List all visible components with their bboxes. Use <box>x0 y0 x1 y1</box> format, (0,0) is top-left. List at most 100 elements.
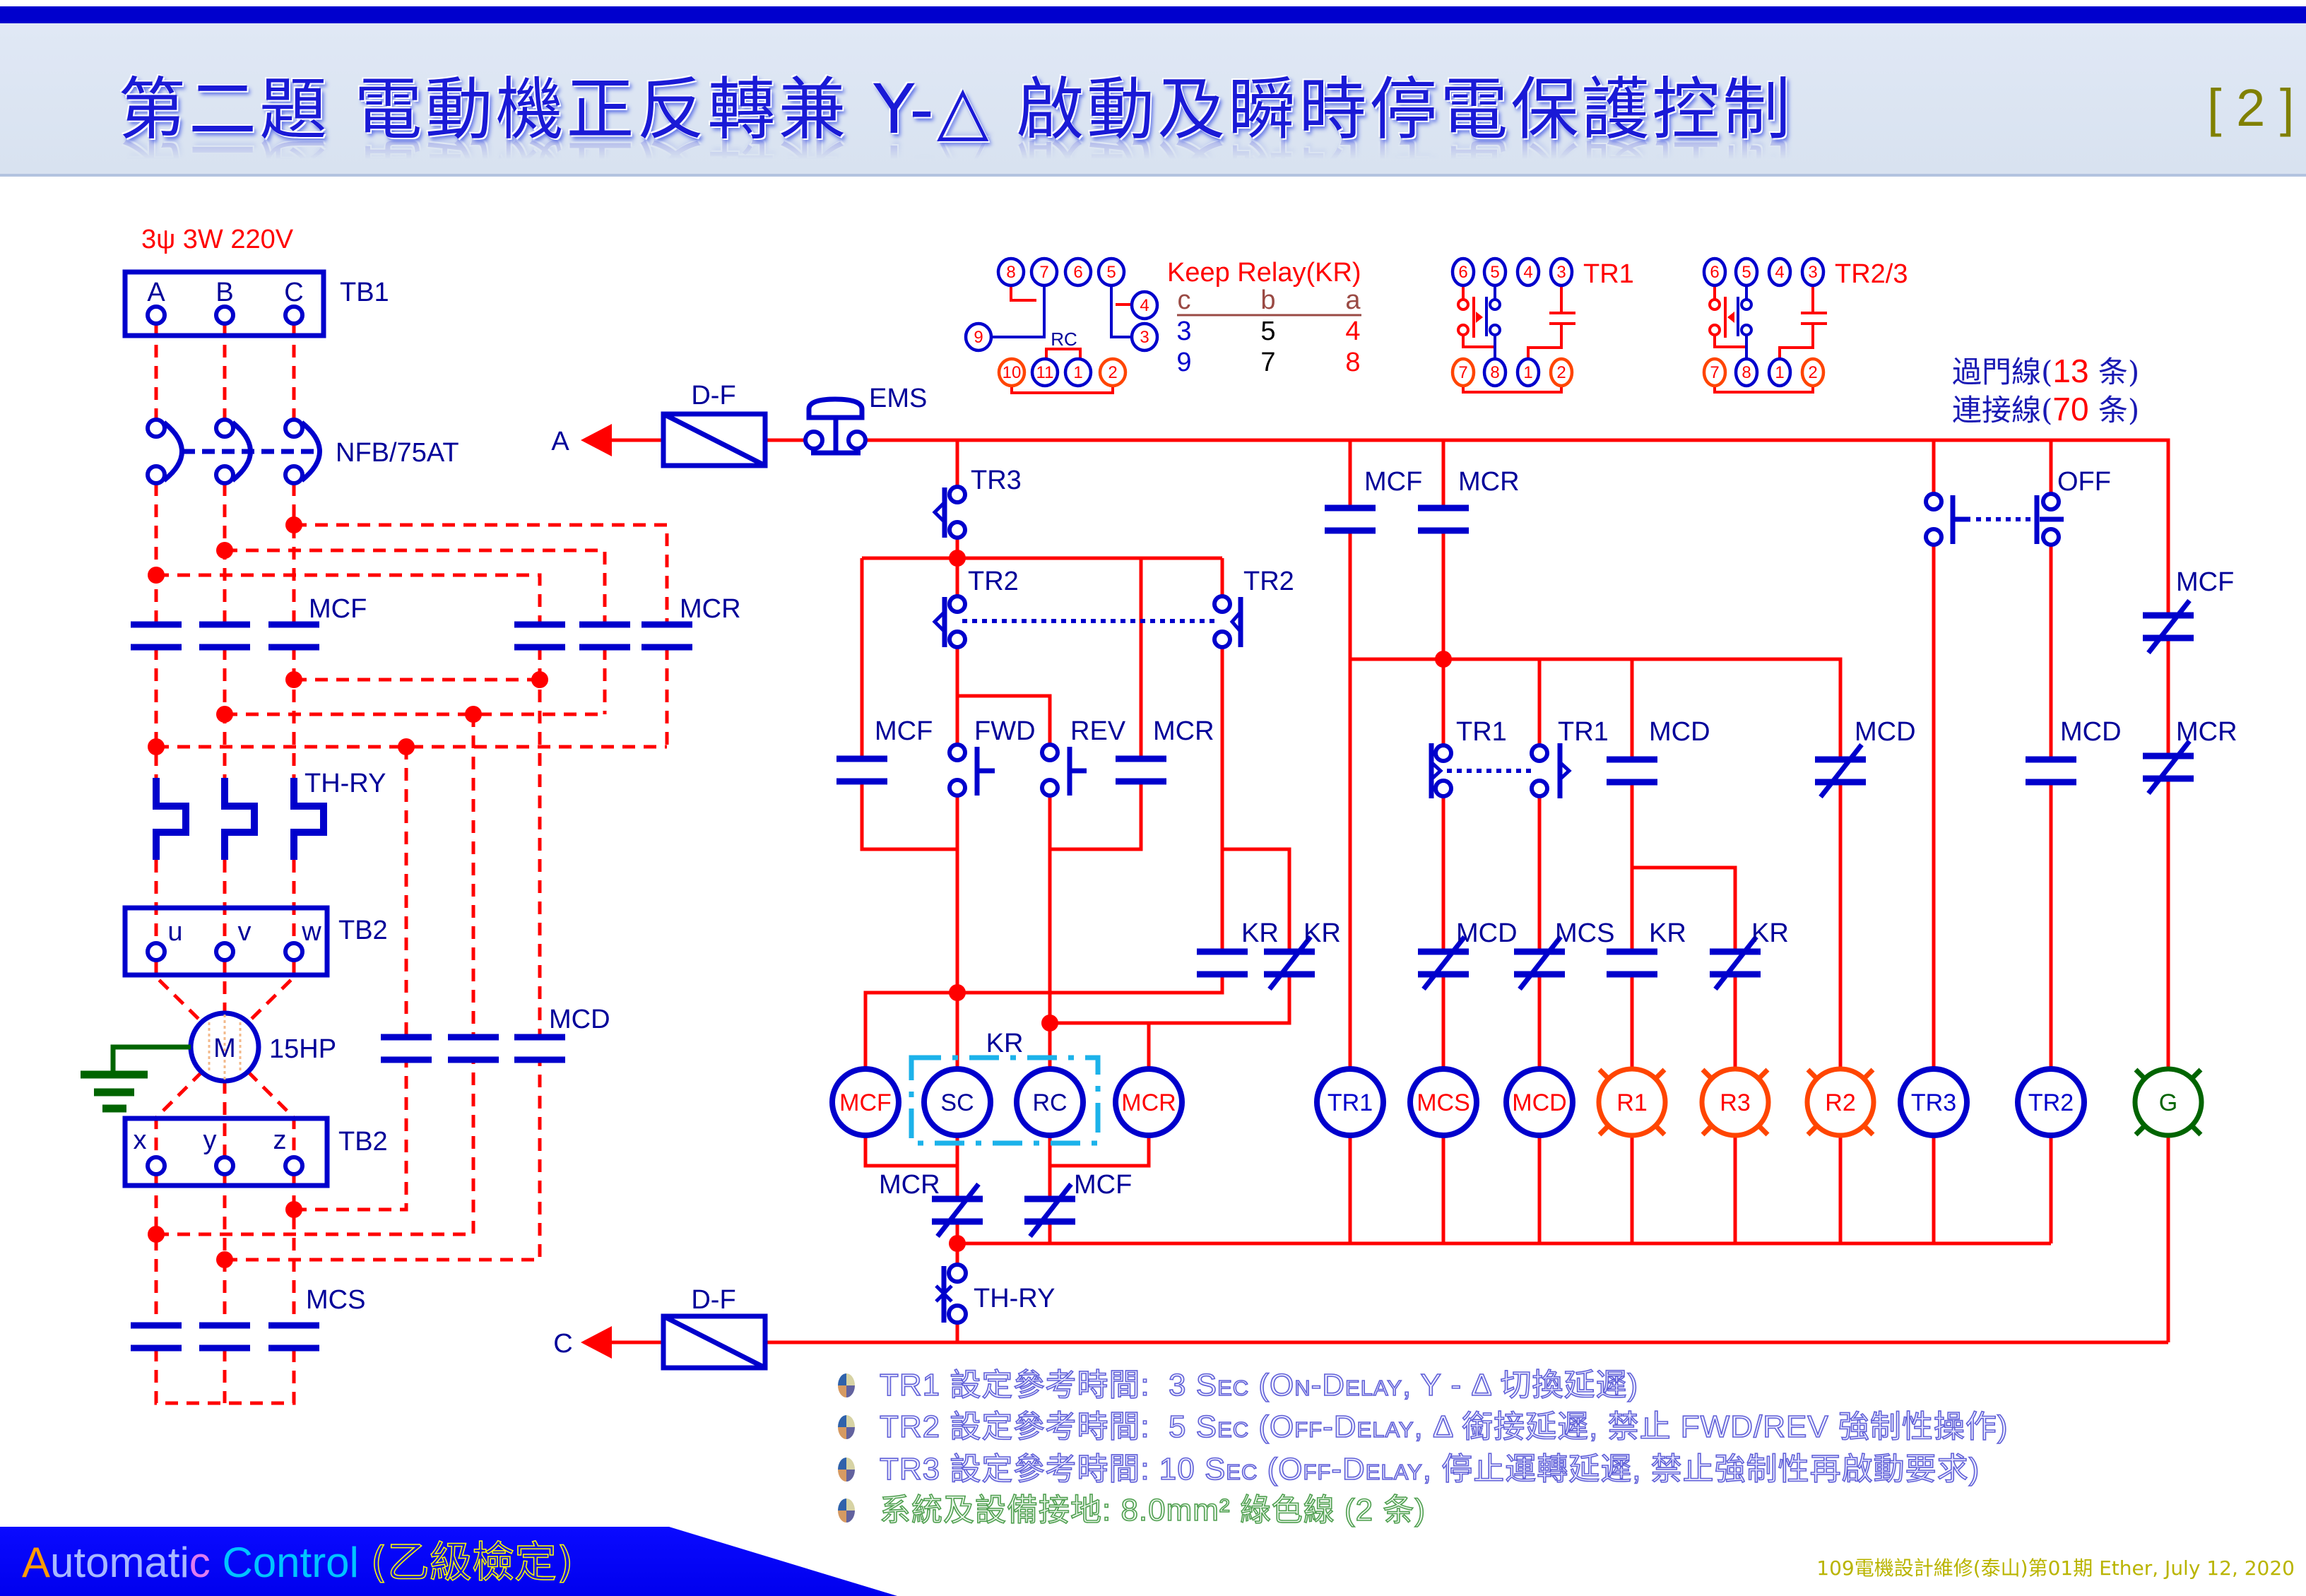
off-delay-icon <box>932 610 946 633</box>
wire <box>154 324 296 420</box>
coil-circle <box>1113 1066 1185 1138</box>
contact-label: MCR <box>2176 717 2237 747</box>
socket-pin: 2 <box>1800 357 1826 388</box>
lamp-label: R1 <box>1616 1089 1647 1116</box>
power-wiring <box>154 324 669 1405</box>
mcd-no-contact-tr2: MCD <box>2026 717 2122 782</box>
socket-wire <box>1110 285 1132 338</box>
tb2-box <box>122 905 330 978</box>
fuse-element <box>662 411 767 468</box>
coil-circle <box>1503 1066 1575 1138</box>
fuse-bottom: D-F <box>661 1285 768 1371</box>
coil-label: TR3 <box>1911 1089 1956 1116</box>
pin-number: 4 <box>1523 263 1532 282</box>
footer-brand: Automatic Control (乙級檢定) <box>22 1537 574 1588</box>
motor-rating: 15HP <box>269 1034 336 1064</box>
kr-group-outline: KR <box>909 1029 1101 1146</box>
motor-symbol: M <box>213 1034 236 1063</box>
pin-number: 4 <box>1140 296 1149 315</box>
count-value: 13 <box>2052 353 2088 389</box>
wire <box>860 556 1222 851</box>
junction-dot <box>1435 651 1452 668</box>
main-contact <box>448 1037 499 1060</box>
supply-c-terminal: C <box>553 1326 612 1359</box>
timer-triangle-icon <box>1476 312 1483 323</box>
bullet-icon <box>838 1373 855 1397</box>
coil-circle <box>1314 1066 1386 1138</box>
socket-pin: 3 <box>1130 321 1159 353</box>
contact-label: TR2 <box>1243 567 1294 596</box>
tb2-label: TB2 <box>338 916 388 945</box>
coil-label: TR2 <box>2028 1089 2074 1116</box>
on-delay-icon <box>1559 761 1572 781</box>
kr-coil-label: RC <box>1051 329 1077 350</box>
socket-pin: 2 <box>1098 357 1128 388</box>
pushbutton-actuator-icon <box>2034 495 2064 544</box>
tb1-box <box>122 269 326 338</box>
thry-nc-contact: TH-RY <box>935 1265 1055 1323</box>
button-label: REV <box>1070 716 1126 746</box>
terminal-screw <box>214 1155 235 1176</box>
socket-pin: 6 <box>1702 256 1727 288</box>
junction-dot <box>465 706 482 723</box>
mcf-no-contact: MCF <box>1325 467 1422 531</box>
jumper-wire-count: 過門線(13 条) <box>1952 353 2139 389</box>
pin-number: 1 <box>1073 363 1082 382</box>
main-contact <box>514 625 565 647</box>
coil-label: RC <box>1032 1089 1067 1116</box>
contact-label: MCF <box>1364 467 1422 497</box>
coil-mcd: MCD <box>1503 1066 1575 1138</box>
contact-label: TR3 <box>971 466 1022 495</box>
pin-number: 8 <box>1006 263 1015 282</box>
count-value: 70 <box>2052 391 2088 427</box>
control-junction-dots <box>949 550 1452 1252</box>
junction-dot <box>949 550 966 567</box>
contact-points <box>950 487 965 538</box>
junction-dot <box>531 671 548 688</box>
bullet-icon <box>838 1458 855 1482</box>
socket-pin: 3 <box>1800 256 1826 288</box>
coil-circle <box>921 1066 993 1138</box>
terminal-screw <box>146 941 167 962</box>
fuse-box <box>661 411 768 468</box>
socket-pin: 5 <box>1482 256 1508 288</box>
lamp-label: G <box>2159 1089 2177 1116</box>
no-contact <box>2026 759 2076 782</box>
bullet-icon <box>838 1415 855 1439</box>
coil-label: TR1 <box>1328 1089 1373 1116</box>
tr1-socket-label: TR1 <box>1583 259 1634 289</box>
socket-wire <box>1045 348 1082 359</box>
contact-label: KR <box>1241 918 1279 948</box>
junction-dot <box>216 542 233 559</box>
coil-mcf: MCF <box>829 1066 901 1138</box>
junction-dot <box>285 671 302 688</box>
mcf-main-label: MCF <box>309 594 367 624</box>
fuse-label: D-F <box>691 381 735 410</box>
note-item: TR2 設定參考時間: 5 Sec (Off-Delay, Δ 銜接延遲, 禁止… <box>837 1406 2009 1448</box>
contact-label: MCD <box>2060 717 2122 747</box>
pin-number: 6 <box>1458 263 1467 282</box>
pin-number: 4 <box>1775 263 1784 282</box>
junction-dot <box>148 1226 165 1243</box>
no-contact <box>1418 508 1469 531</box>
pin-number: 7 <box>1710 363 1719 382</box>
thry-power-label: TH-RY <box>304 769 386 798</box>
terminal-screw <box>146 305 167 326</box>
pin-number: 8 <box>1490 363 1499 382</box>
tr23-socket-diagram: 6 5 4 3 7 8 1 2 TR2/3 <box>1702 256 1908 394</box>
table-header: c <box>1178 285 1191 315</box>
note-item: TR3 設定參考時間: 10 Sec (Off-Delay, 停止運轉延遲, 禁… <box>837 1448 1980 1491</box>
pin-number: 2 <box>1808 363 1817 382</box>
tr3-pushbutton <box>1926 494 1970 545</box>
pin-number: 6 <box>1073 263 1082 282</box>
terminal-label: x <box>134 1125 147 1155</box>
wire <box>156 523 669 625</box>
wire <box>154 860 296 943</box>
pushbutton-actuator-icon <box>1067 747 1087 796</box>
junction-dot <box>216 706 233 723</box>
timer-triangle-icon <box>1727 312 1734 323</box>
coil-mcs: MCS <box>1407 1066 1479 1138</box>
terminal-screw <box>283 305 304 326</box>
terminal-screw <box>283 1155 304 1176</box>
